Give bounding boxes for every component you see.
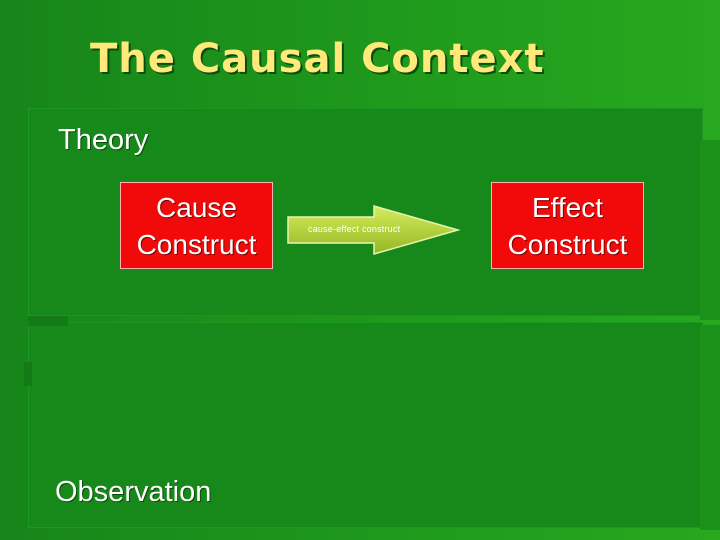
- panel-edge-right-lower: [700, 325, 720, 530]
- observation-panel: [28, 322, 703, 528]
- effect-construct-line1: Effect: [531, 191, 604, 223]
- arrow-label: cause-effect construct: [308, 224, 401, 234]
- panel-edge-right: [700, 140, 720, 320]
- cause-construct-box: Cause Construct: [120, 182, 273, 269]
- theory-label: Theory: [58, 124, 149, 156]
- cause-construct-line1: Cause: [156, 191, 237, 223]
- panel-edge-left: [28, 316, 68, 326]
- cause-construct-line2: Construct: [136, 228, 257, 260]
- effect-construct-line2: Construct: [507, 228, 628, 260]
- right-arrow-icon: [287, 205, 461, 255]
- panel-edge-mark: [24, 362, 32, 386]
- slide-title: The Causal Context: [90, 36, 545, 82]
- observation-label: Observation: [55, 476, 212, 508]
- effect-construct-box: Effect Construct: [491, 182, 644, 269]
- cause-effect-arrow: cause-effect construct: [286, 205, 462, 255]
